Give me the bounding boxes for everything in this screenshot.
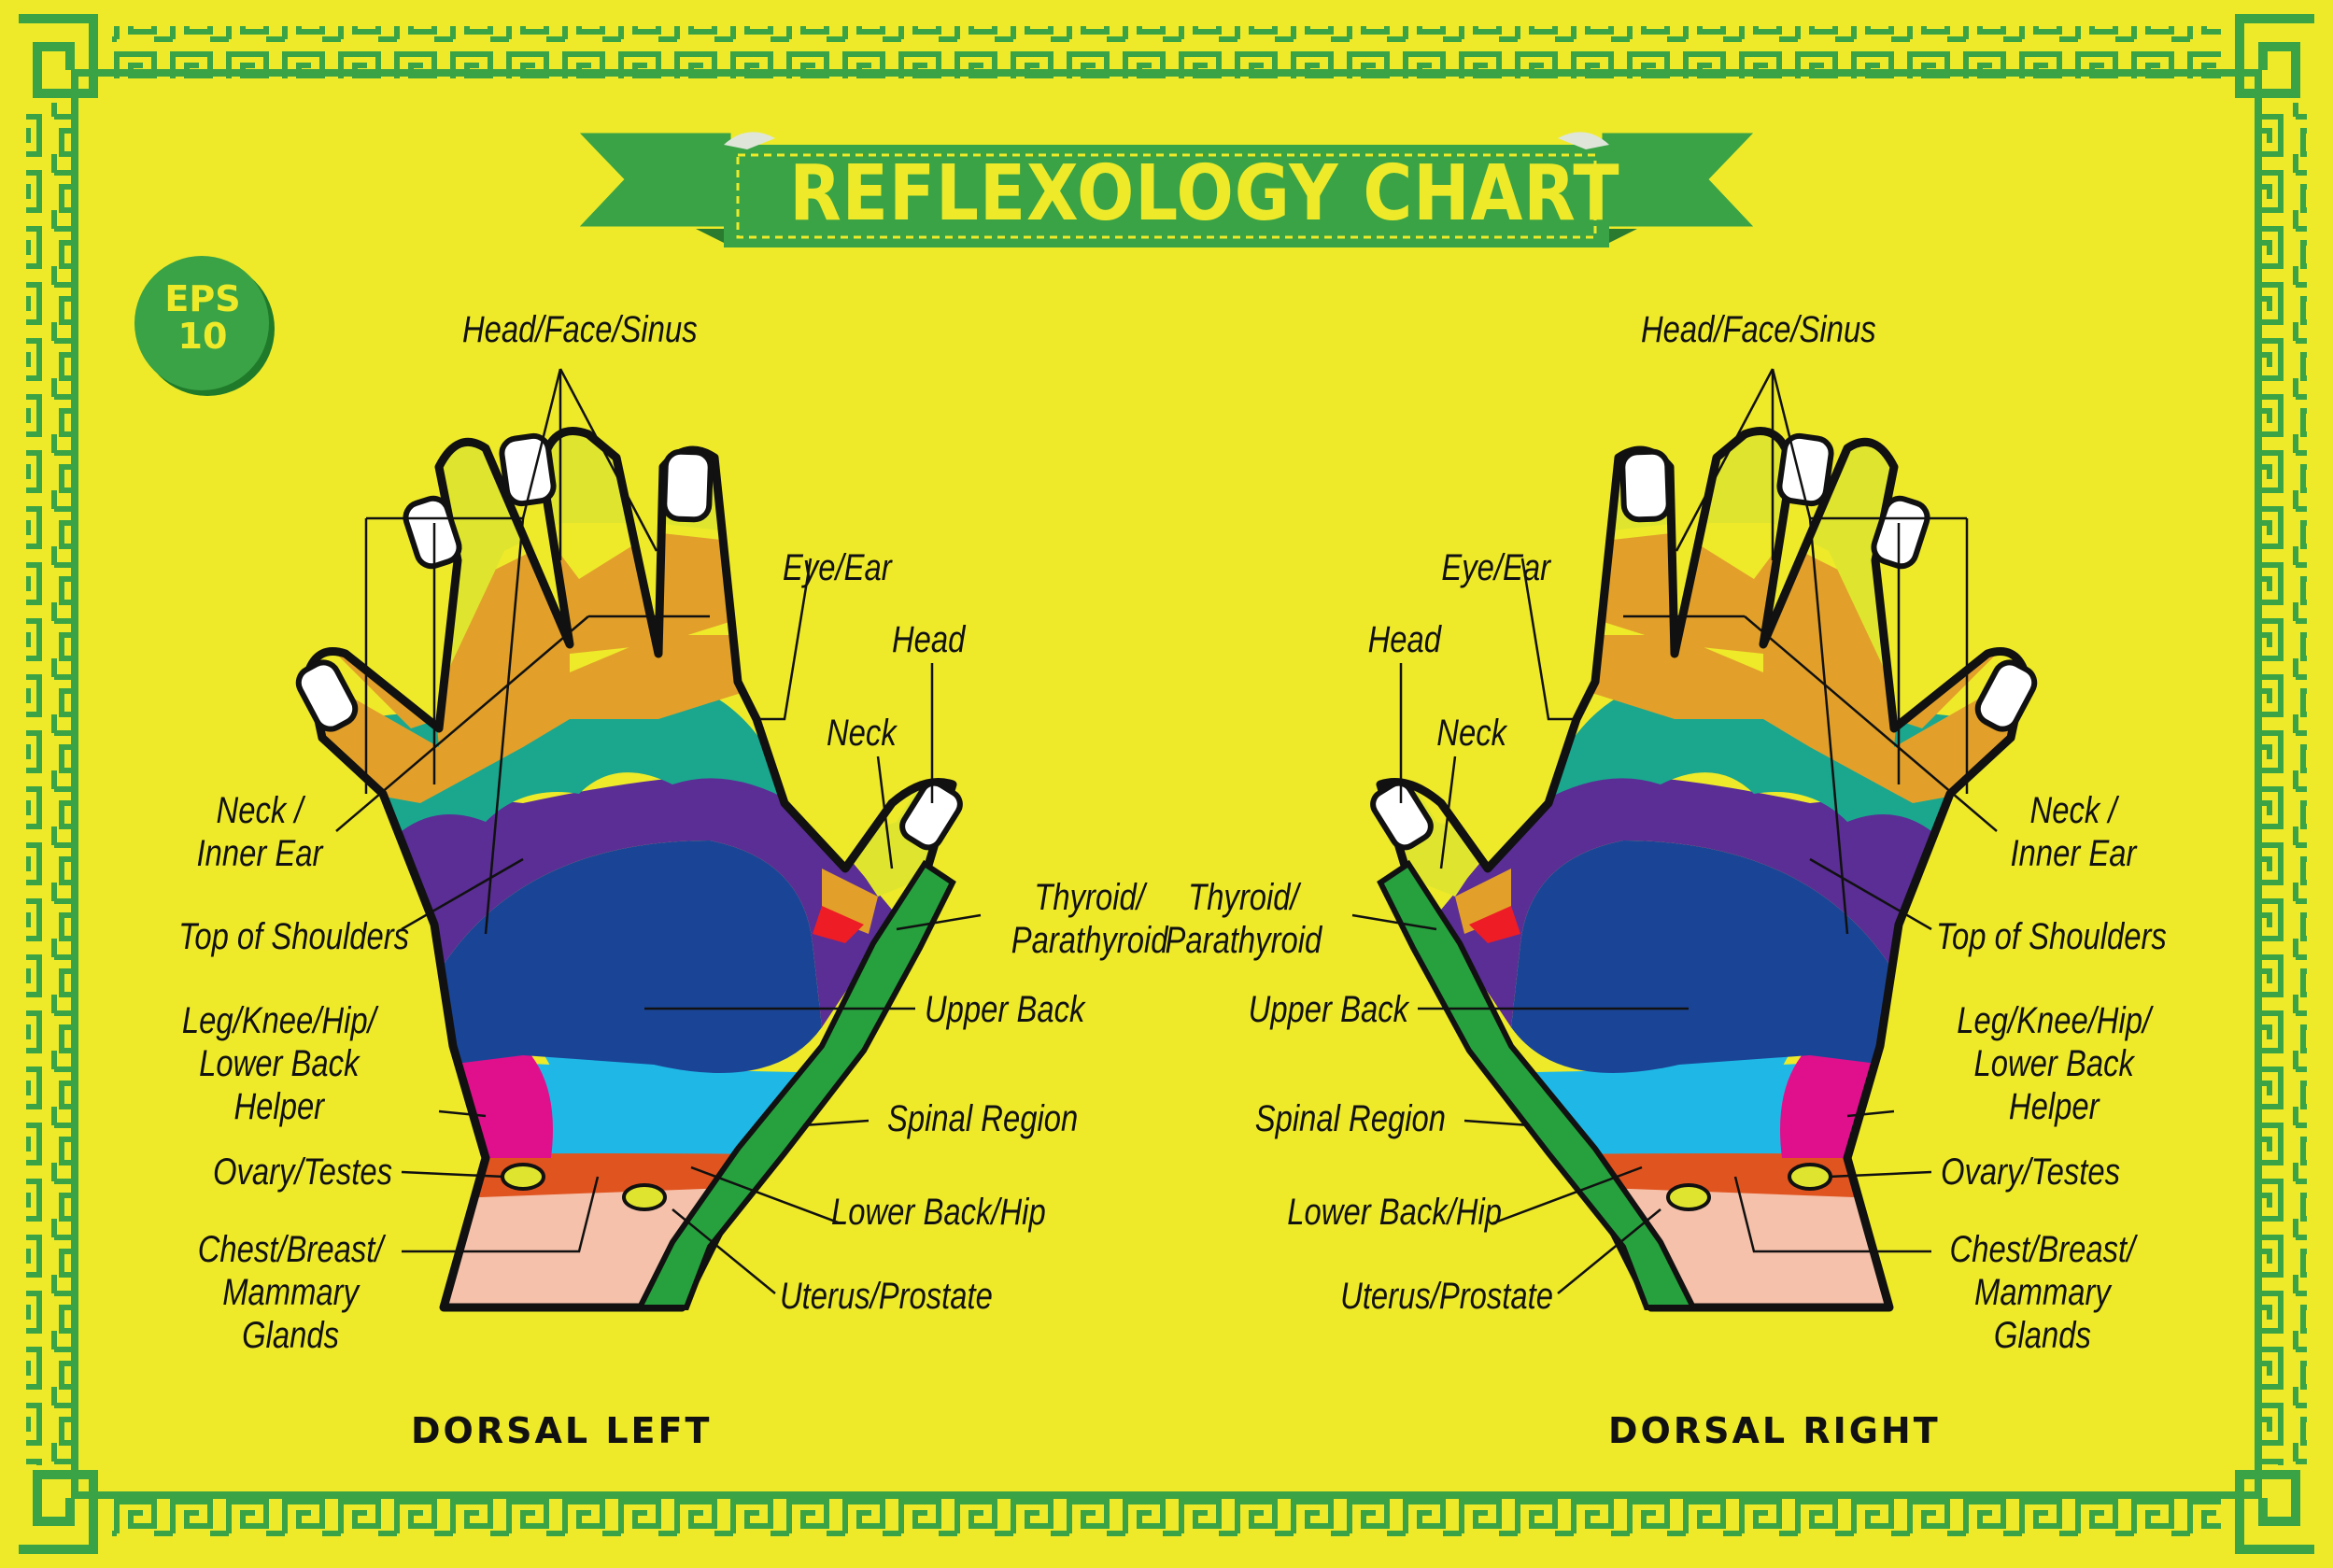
left-label-neck: Neck [827, 713, 897, 754]
right-label-spinal-region: Spinal Region [1254, 1098, 1446, 1139]
right-label-lower-back-hip: Lower Back/Hip [1287, 1192, 1502, 1233]
left-label-spinal-region: Spinal Region [887, 1098, 1079, 1139]
eps-badge-text: EPS 10 [164, 278, 241, 357]
left-hand-caption: DORSAL LEFT [411, 1410, 713, 1451]
left-label-thyroid: Thyroid/ Parathyroid [1011, 877, 1168, 961]
right-label-head: Head [1367, 619, 1441, 660]
right-label-upper-back: Upper Back [1248, 989, 1408, 1030]
eps-badge [134, 256, 275, 396]
right-label-ovary-testes: Ovary/Testes [1941, 1151, 2121, 1193]
right-label-uterus-prostate: Uterus/Prostate [1340, 1276, 1553, 1317]
title-banner [569, 128, 1764, 247]
right-label-head-face-sinus: Head/Face/Sinus [1641, 309, 1876, 350]
right-label-leg-helper: Leg/Knee/Hip/ Lower Back Helper [1957, 1000, 2152, 1127]
right-label-eye-ear: Eye/Ear [1441, 547, 1550, 588]
right-label-chest-breast: Chest/Breast/ Mammary Glands [1949, 1229, 2136, 1356]
left-label-chest-breast: Chest/Breast/ Mammary Glands [197, 1229, 384, 1356]
left-label-leg-helper: Leg/Knee/Hip/ Lower Back Helper [181, 1000, 376, 1127]
left-label-upper-back: Upper Back [925, 989, 1085, 1030]
right-label-top-of-shoulders: Top of Shoulders [1936, 916, 2167, 957]
left-label-lower-back-hip: Lower Back/Hip [831, 1192, 1046, 1233]
left-label-head-face-sinus: Head/Face/Sinus [462, 309, 698, 350]
left-label-neck-inner-ear: Neck / Inner Ear [196, 790, 323, 874]
left-label-top-of-shoulders: Top of Shoulders [178, 916, 410, 957]
left-label-uterus-prostate: Uterus/Prostate [780, 1276, 993, 1317]
chart-title: REFLEXOLOGY CHART [789, 149, 1620, 238]
left-label-eye-ear: Eye/Ear [783, 547, 892, 588]
left-label-ovary-testes: Ovary/Testes [212, 1151, 392, 1193]
right-label-thyroid: Thyroid/ Parathyroid [1165, 877, 1322, 961]
right-label-neck-inner-ear: Neck / Inner Ear [2010, 790, 2137, 874]
right-label-neck: Neck [1436, 713, 1506, 754]
right-hand-caption: DORSAL RIGHT [1608, 1410, 1941, 1451]
left-label-head: Head [892, 619, 966, 660]
